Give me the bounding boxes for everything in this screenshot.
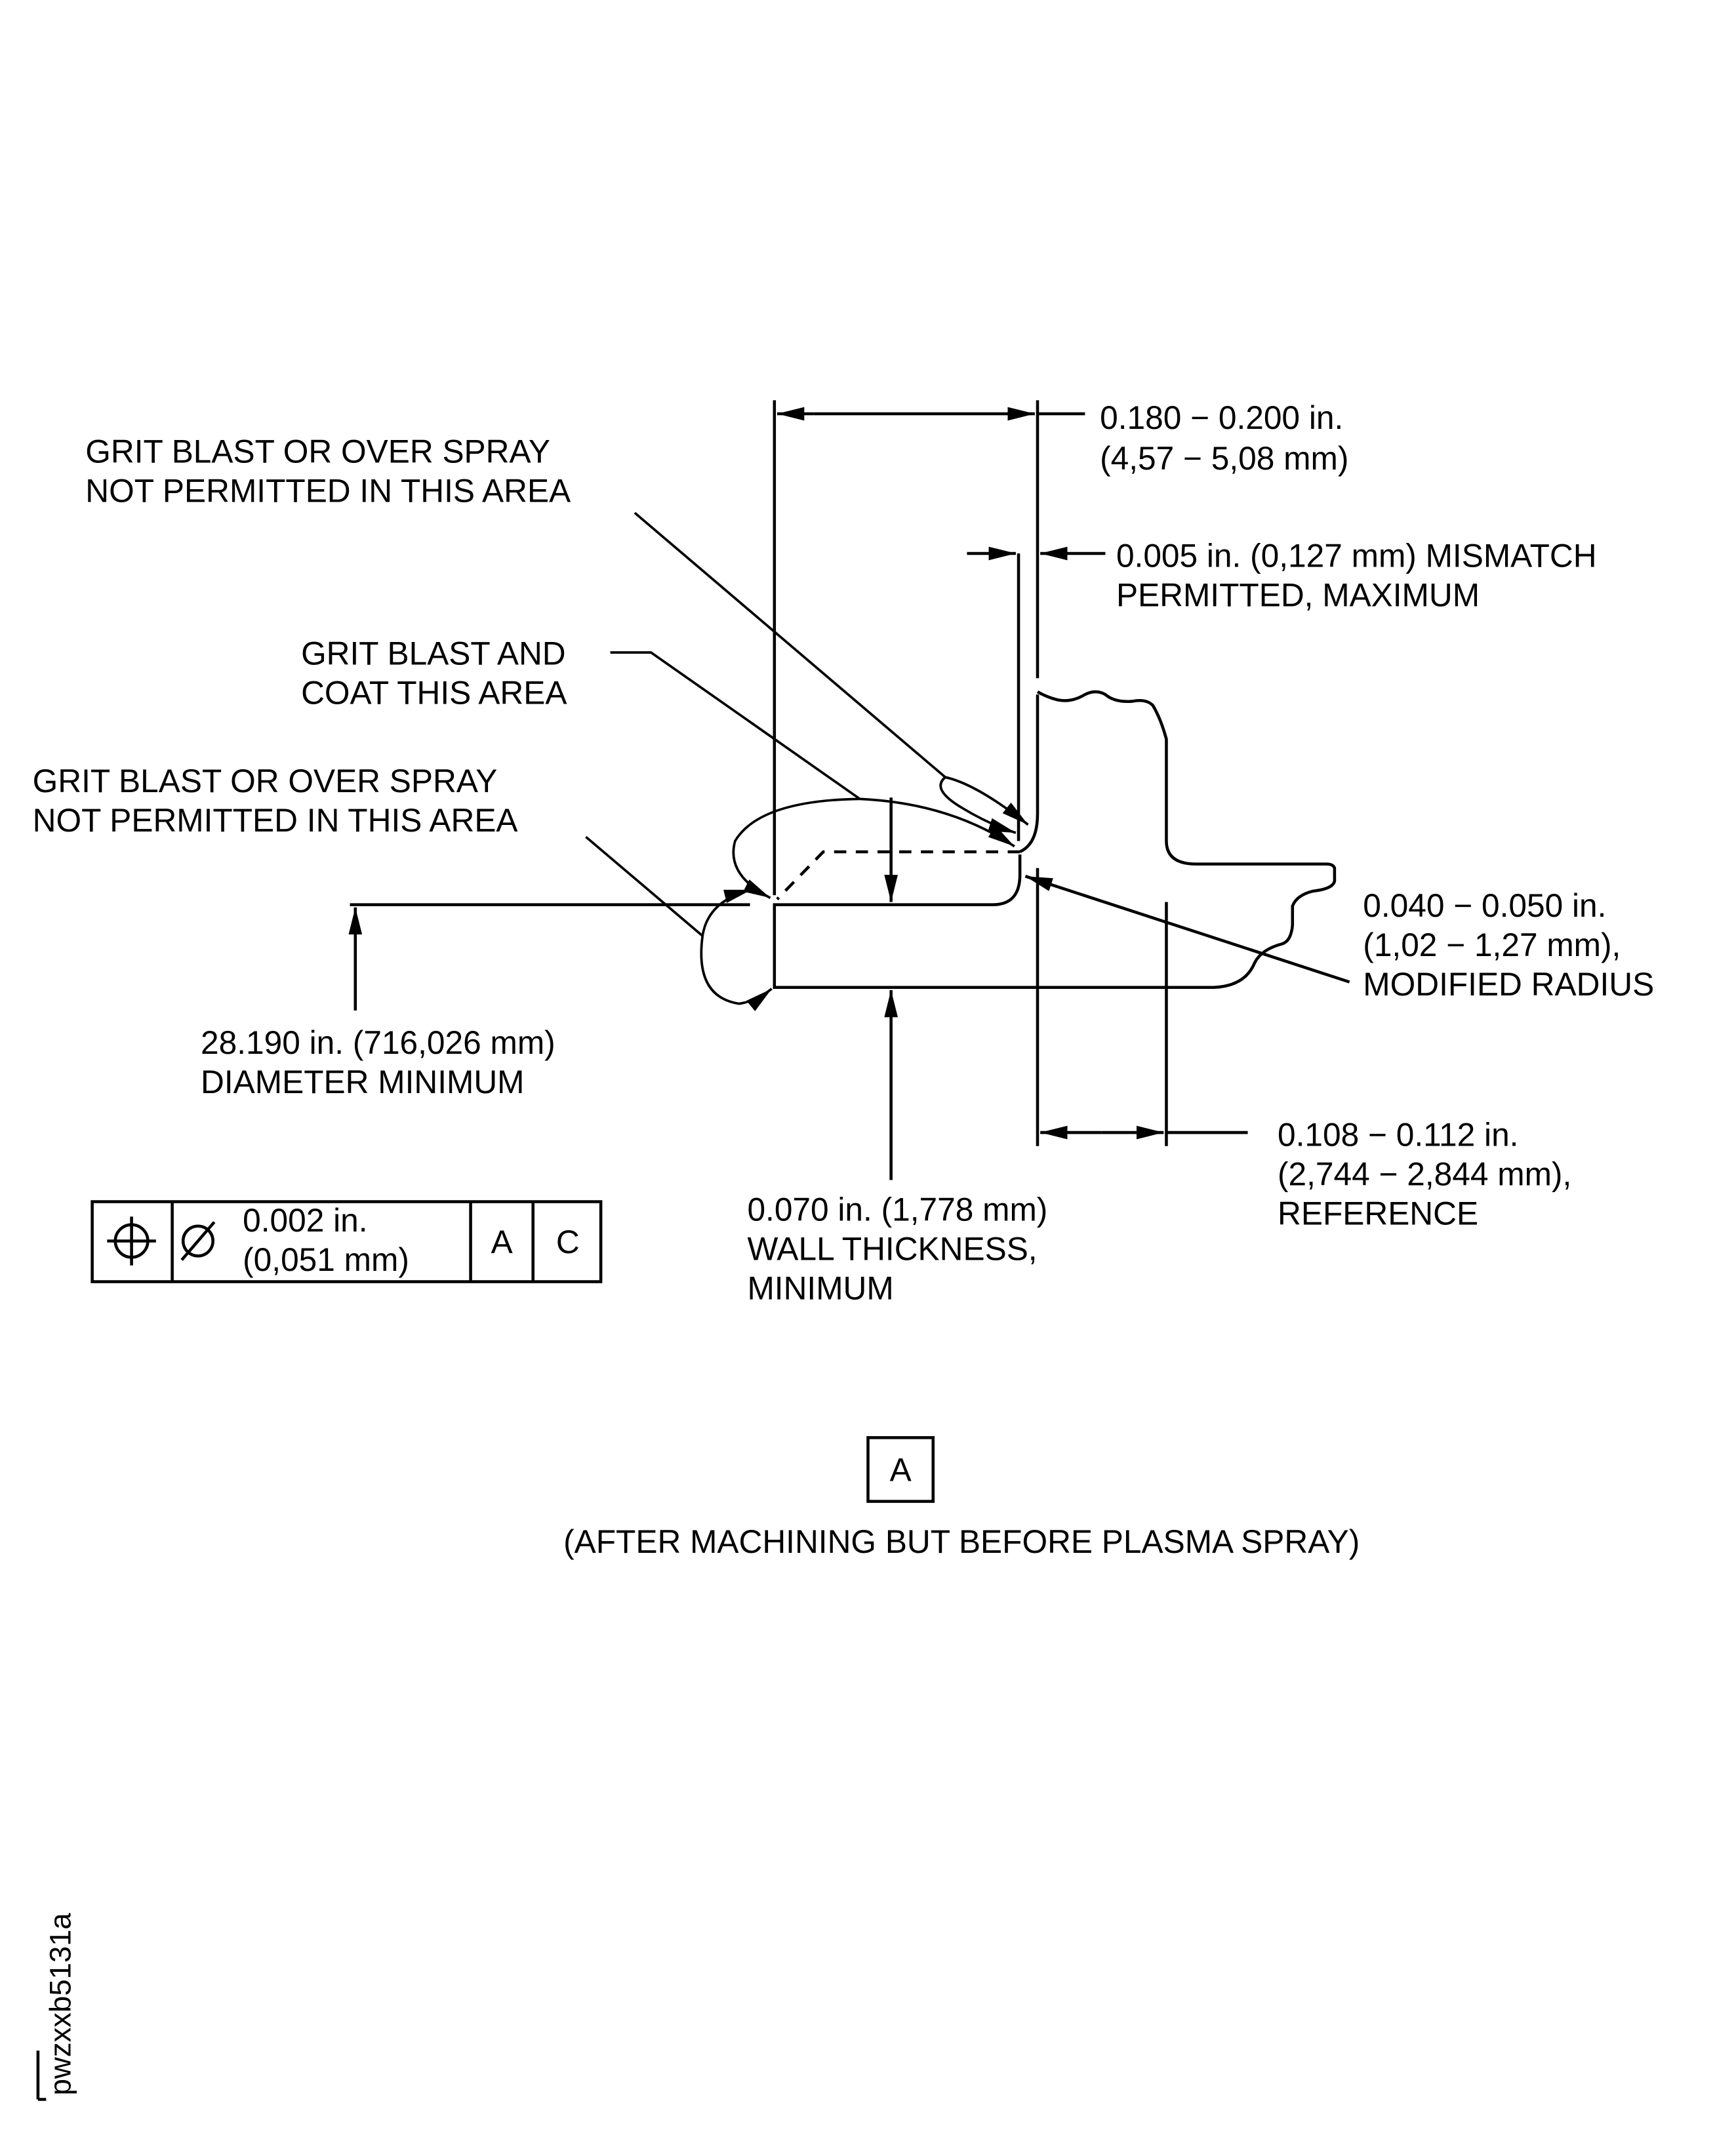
no-spray-left-line-1: GRIT BLAST OR OVER SPRAY — [33, 763, 498, 799]
feature-control-frame: 0.002 in. (0,051 mm) A C — [91, 1200, 603, 1283]
reference-line-3: REFERENCE — [1278, 1195, 1478, 1232]
diameter-icon — [180, 1221, 216, 1261]
grit-coat-line-1: GRIT BLAST AND — [301, 635, 566, 672]
position-icon — [107, 1216, 156, 1266]
dimension-width: 0.180 − 0.200 in. (4,57 − 5,08 mm) — [777, 399, 1348, 477]
figure-id: pwzxxb5131a — [36, 1912, 77, 2101]
dimension-mismatch: 0.005 in. (0,127 mm) MISMATCH PERMITTED,… — [967, 538, 1597, 614]
wall-line-1: 0.070 in. (1,778 mm) — [747, 1191, 1047, 1228]
mismatch-line-2: PERMITTED, MAXIMUM — [1116, 577, 1480, 614]
diameter-line-1: 28.190 in. (716,026 mm) — [201, 1024, 555, 1061]
wall-line-2: WALL THICKNESS, — [747, 1230, 1037, 1267]
radius-line-3: MODIFIED RADIUS — [1363, 966, 1654, 1003]
no-spray-top-line-2: NOT PERMITTED IN THIS AREA — [85, 472, 571, 509]
wall-line-3: MINIMUM — [747, 1270, 893, 1306]
tolerance-line-1: 0.002 in. — [243, 1202, 367, 1239]
view-label: A (AFTER MACHINING BUT BEFORE PLASMA SPR… — [563, 1436, 1360, 1560]
dimension-wall: 0.070 in. (1,778 mm) WALL THICKNESS, MIN… — [747, 797, 1047, 1306]
dimension-reference: 0.108 − 0.112 in. (2,744 − 2,844 mm), RE… — [1040, 1117, 1571, 1232]
callout-no-spray-left: GRIT BLAST OR OVER SPRAY NOT PERMITTED I… — [33, 763, 773, 1012]
figure-id-text: pwzxxb5131a — [44, 1912, 77, 2095]
width-line-2: (4,57 − 5,08 mm) — [1100, 440, 1348, 477]
reference-line-2: (2,744 − 2,844 mm), — [1278, 1156, 1571, 1193]
radius-line-1: 0.040 − 0.050 in. — [1363, 887, 1606, 924]
width-line-1: 0.180 − 0.200 in. — [1100, 399, 1343, 436]
no-spray-left-line-2: NOT PERMITTED IN THIS AREA — [33, 802, 518, 839]
callout-no-spray-top: GRIT BLAST OR OVER SPRAY NOT PERMITTED I… — [85, 433, 1029, 834]
view-caption: (AFTER MACHINING BUT BEFORE PLASMA SPRAY… — [563, 1523, 1360, 1560]
radius-line-2: (1,02 − 1,27 mm), — [1363, 927, 1621, 963]
view-letter: A — [890, 1452, 912, 1489]
datum-a: A — [491, 1224, 513, 1260]
datum-c: C — [556, 1224, 580, 1260]
dimension-diameter: 28.190 in. (716,026 mm) DIAMETER MINIMUM — [201, 907, 555, 1100]
grit-coat-line-2: COAT THIS AREA — [301, 675, 567, 711]
diameter-line-2: DIAMETER MINIMUM — [201, 1064, 524, 1100]
no-spray-top-line-1: GRIT BLAST OR OVER SPRAY — [85, 433, 550, 470]
coating-boundary — [776, 850, 1020, 900]
part-outline — [773, 690, 1337, 990]
dimension-radius: 0.040 − 0.050 in. (1,02 − 1,27 mm), MODI… — [1024, 875, 1654, 1003]
reference-line-1: 0.108 − 0.112 in. — [1278, 1117, 1518, 1153]
tolerance-line-2: (0,051 mm) — [243, 1241, 409, 1278]
callout-grit-coat: GRIT BLAST AND COAT THIS AREA — [301, 635, 1015, 899]
mismatch-line-1: 0.005 in. (0,127 mm) MISMATCH — [1116, 538, 1597, 574]
